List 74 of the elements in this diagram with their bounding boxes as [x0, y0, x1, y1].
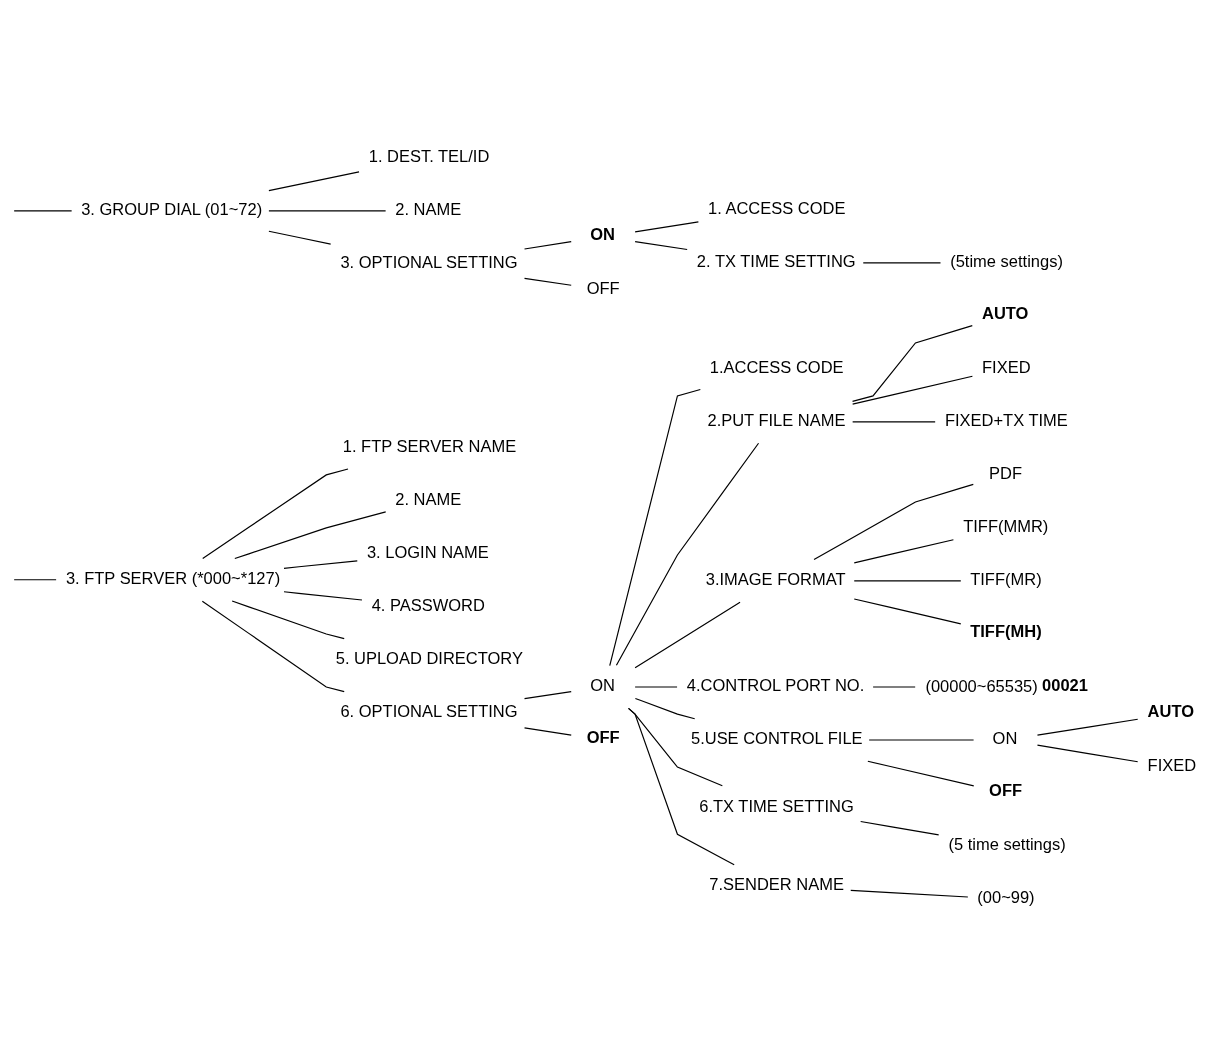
node-text: 3. GROUP DIAL (01~72) [81, 200, 263, 219]
node-text: 2. NAME [395, 490, 462, 509]
node-text: 5. UPLOAD DIRECTORY [335, 649, 523, 668]
node-text: AUTO [982, 304, 1029, 322]
node-text: PDF [989, 464, 1023, 483]
node-text: 3. LOGIN NAME [366, 543, 489, 562]
node-text: OFF [989, 781, 1023, 800]
connector [867, 760, 975, 787]
node-text: 3.IMAGE FORMAT [705, 570, 846, 589]
connector [851, 325, 973, 403]
node-text: OFF [586, 728, 620, 747]
connector [853, 598, 962, 625]
connector [853, 539, 954, 564]
connector [523, 277, 572, 286]
connector [231, 600, 345, 640]
node-text: 1.ACCESS CODE [709, 358, 844, 377]
connector [860, 820, 940, 836]
connector [268, 230, 332, 245]
connector [852, 375, 973, 405]
connector [13, 579, 57, 581]
connector [523, 241, 572, 250]
node-text: 5.USE CONTROL FILE [690, 729, 863, 748]
connector [268, 210, 387, 212]
node-text: 6.TX TIME SETTING [699, 796, 854, 815]
connector [201, 600, 345, 693]
connector [202, 468, 349, 560]
connector [1036, 718, 1139, 736]
connector [268, 171, 360, 192]
connector [634, 221, 699, 233]
connector [523, 727, 572, 736]
node-text: 1. ACCESS CODE [708, 199, 846, 218]
node-text: 3. OPTIONAL SETTING [340, 253, 518, 272]
node-text: FIXED+TX TIME [944, 411, 1068, 430]
connector [1036, 744, 1139, 763]
node-text: OFF [586, 279, 620, 298]
node-text: (00000~65535) 00021 [925, 675, 1088, 695]
connector [813, 483, 974, 561]
node-text: 6. OPTIONAL SETTING [340, 702, 518, 721]
connector [283, 560, 358, 569]
connector [852, 421, 936, 423]
connector [283, 591, 363, 601]
node-text: FIXED [1147, 756, 1197, 775]
node-text: 7.SENDER NAME [709, 875, 844, 894]
connector [634, 601, 741, 669]
node-text: ON [992, 729, 1018, 748]
node-text: ON [590, 676, 615, 695]
connector [850, 889, 969, 898]
connector [13, 210, 73, 212]
connector [615, 442, 760, 666]
connector [853, 580, 962, 582]
connector [634, 697, 696, 720]
connector [523, 691, 572, 700]
node-text: TIFF(MH) [970, 622, 1042, 641]
node-text: FIXED [982, 358, 1031, 377]
node-text: 4.CONTROL PORT NO. [686, 676, 865, 695]
node-text: (00~99) [977, 888, 1035, 907]
connector [862, 262, 942, 264]
node-text: 2.PUT FILE NAME [707, 411, 846, 430]
node-text: TIFF(MR) [970, 570, 1042, 589]
node-text: 3. FTP SERVER (*000~*127) [65, 569, 281, 588]
node-text: 4. PASSWORD [371, 596, 485, 615]
node-text: (5time settings) [950, 252, 1063, 271]
node-text: 2. NAME [395, 200, 462, 219]
node-text: 2. TX TIME SETTING [696, 252, 856, 271]
node-text: 1. DEST. TEL/ID [368, 147, 490, 166]
node-text: TIFF(MMR) [963, 517, 1049, 536]
node-text: 1. FTP SERVER NAME [342, 437, 517, 456]
connector [609, 388, 701, 667]
connector [627, 707, 735, 866]
node-text: ON [590, 225, 615, 244]
connector [234, 511, 387, 560]
node-text: AUTO [1147, 702, 1194, 721]
node-text: (5 time settings) [948, 835, 1066, 854]
connector [634, 240, 688, 251]
